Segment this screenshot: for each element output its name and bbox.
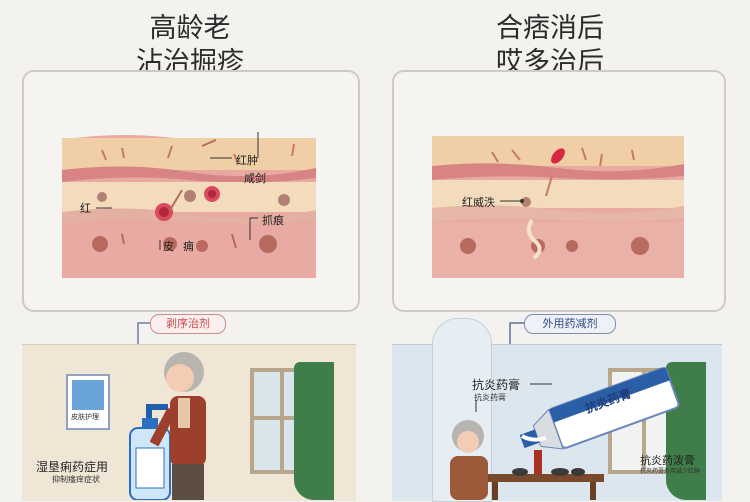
lotion-bottle [129,404,171,500]
tube-side-label: 抗炎药泼膏 [640,454,695,467]
wall-poster: 皮肤护理 [66,374,110,430]
poster-text: 皮肤护理 [71,413,99,421]
label-right-skin: 红威泆 [462,196,495,209]
table-items [512,450,585,476]
tube-side-sublabel: 抗炎药膏外用减少红肿 [640,468,701,475]
label-hong: 红 [80,202,91,215]
left-skin-illustration [62,130,316,278]
right-title-line1: 合痞消后 [496,13,604,44]
poster-image [72,380,104,410]
label-ganjue: 咸剑 [244,172,266,185]
bottle-label: 湿垦痢药症用 [36,460,109,474]
label-zhuahen: 抓痕 [262,214,284,227]
left-title-line1: 高龄老 [149,13,231,44]
right-table [484,474,604,482]
right-treatment-tag: 外用药减剂 [524,314,616,334]
cream-label: 抗炎药膏 [472,378,521,392]
left-curtain [294,362,334,500]
bottle-sublabel: 抑制瘙痒症状 [52,475,100,484]
label-hongzhong: 红肿 [236,154,258,167]
right-skin-illustration [432,136,684,278]
label-pi: 皮 [163,240,174,253]
cream-sublabel: 抗炎药膏 [474,393,506,402]
label-bing: 痈 [183,240,194,253]
left-treatment-tag: 剥序治剂 [150,314,226,334]
elderly-woman-right [450,420,488,500]
cream-tube [519,367,680,450]
elderly-woman-left [150,352,206,500]
